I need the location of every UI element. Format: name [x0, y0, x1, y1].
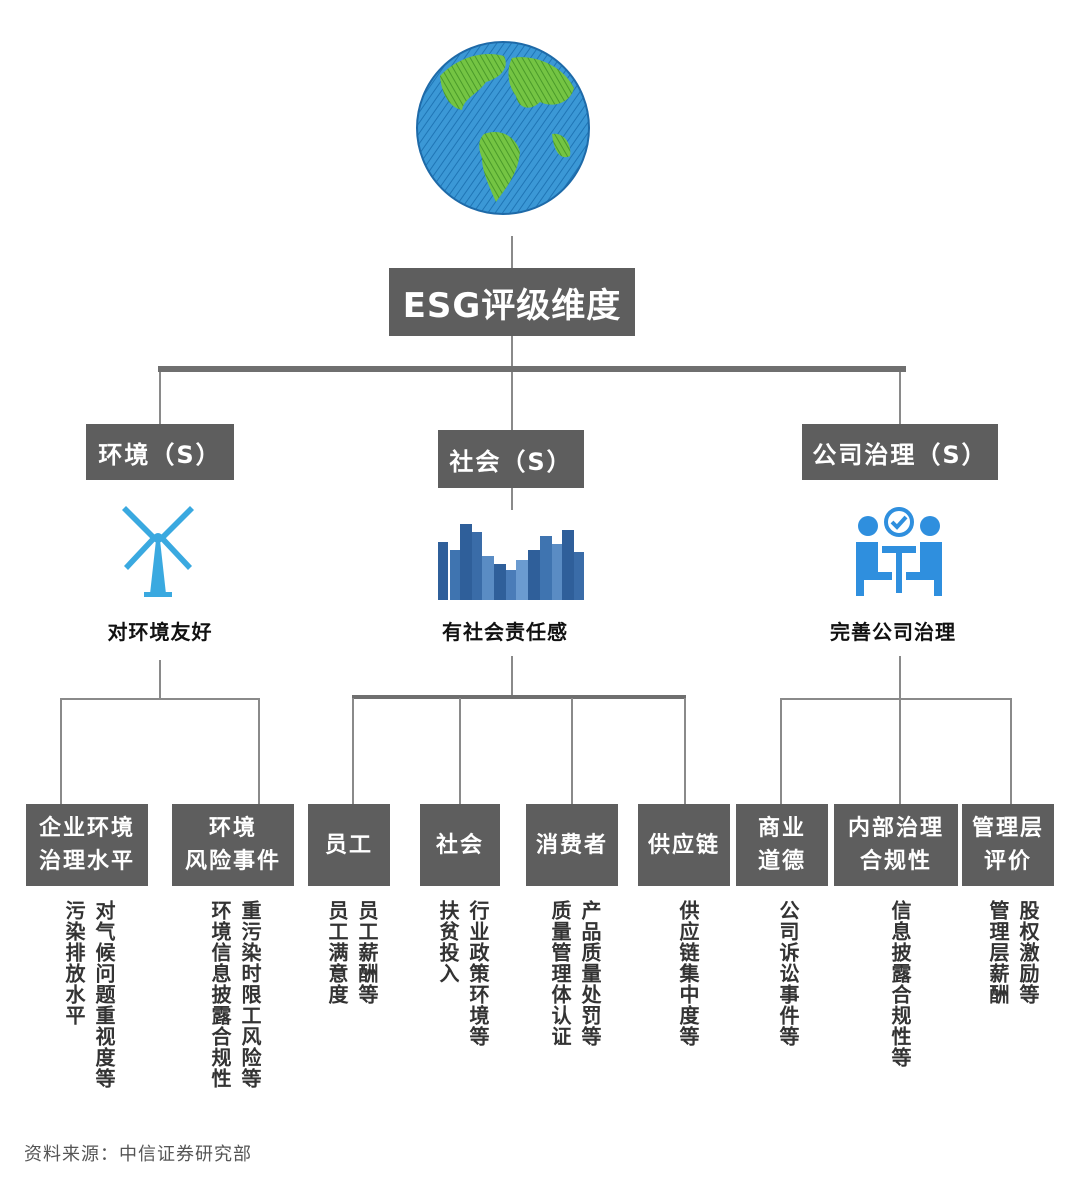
leaf-business-ethics: 商业道德	[736, 804, 828, 886]
city-skyline-icon	[438, 524, 584, 600]
leaf-6-detail-1: 公司诉讼事件等	[776, 900, 800, 1047]
leaf-management-evaluation: 管理层评价	[962, 804, 1054, 886]
leaf-7-detail-1: 信息披露合规性等	[888, 900, 912, 1068]
people-meeting-icon	[856, 507, 942, 596]
leaf-consumers: 消费者	[526, 804, 618, 886]
leaf-3-detail-2: 扶贫投入	[436, 900, 460, 984]
leaf-5-detail-1: 供应链集中度等	[676, 900, 700, 1047]
wind-turbine-icon	[122, 506, 194, 597]
leaf-internal-compliance: 内部治理合规性	[834, 804, 958, 886]
leaf-0-detail-1: 对气候问题重视度等	[92, 900, 116, 1089]
leaf-env-risk-events: 环境风险事件	[172, 804, 294, 886]
subtitle-environment: 对环境友好	[107, 620, 213, 644]
leaf-society: 社会	[420, 804, 500, 886]
leaf-1-detail-2: 环境信息披露合规性	[208, 900, 232, 1089]
leaf-enterprise-env-governance: 企业环境治理水平	[26, 804, 148, 886]
category-environment: 环境（S）	[86, 424, 234, 480]
leaf-8-detail-1: 股权激励等	[1016, 900, 1040, 1005]
subtitle-governance: 完善公司治理	[830, 620, 956, 644]
subtitle-social: 有社会责任感	[442, 620, 568, 644]
leaf-1-detail-1: 重污染时限工风险等	[238, 900, 262, 1089]
diagram-title: ESG评级维度	[389, 268, 635, 336]
leaf-0-detail-2: 污染排放水平	[62, 900, 86, 1026]
leaf-8-detail-2: 管理层薪酬	[986, 900, 1010, 1005]
leaf-supply-chain: 供应链	[638, 804, 730, 886]
globe-icon	[416, 41, 590, 215]
category-social: 社会（S）	[438, 430, 584, 488]
leaf-4-detail-2: 质量管理体认证	[548, 900, 572, 1047]
leaf-3-detail-1: 行业政策环境等	[466, 900, 490, 1047]
category-governance: 公司治理（S）	[802, 424, 998, 480]
leaf-2-detail-2: 员工满意度	[325, 900, 349, 1005]
leaf-4-detail-1: 产品质量处罚等	[578, 900, 602, 1047]
source-note: 资料来源：中信证券研究部	[24, 1144, 252, 1165]
leaf-2-detail-1: 员工薪酬等	[355, 900, 379, 1005]
leaf-employees: 员工	[308, 804, 390, 886]
